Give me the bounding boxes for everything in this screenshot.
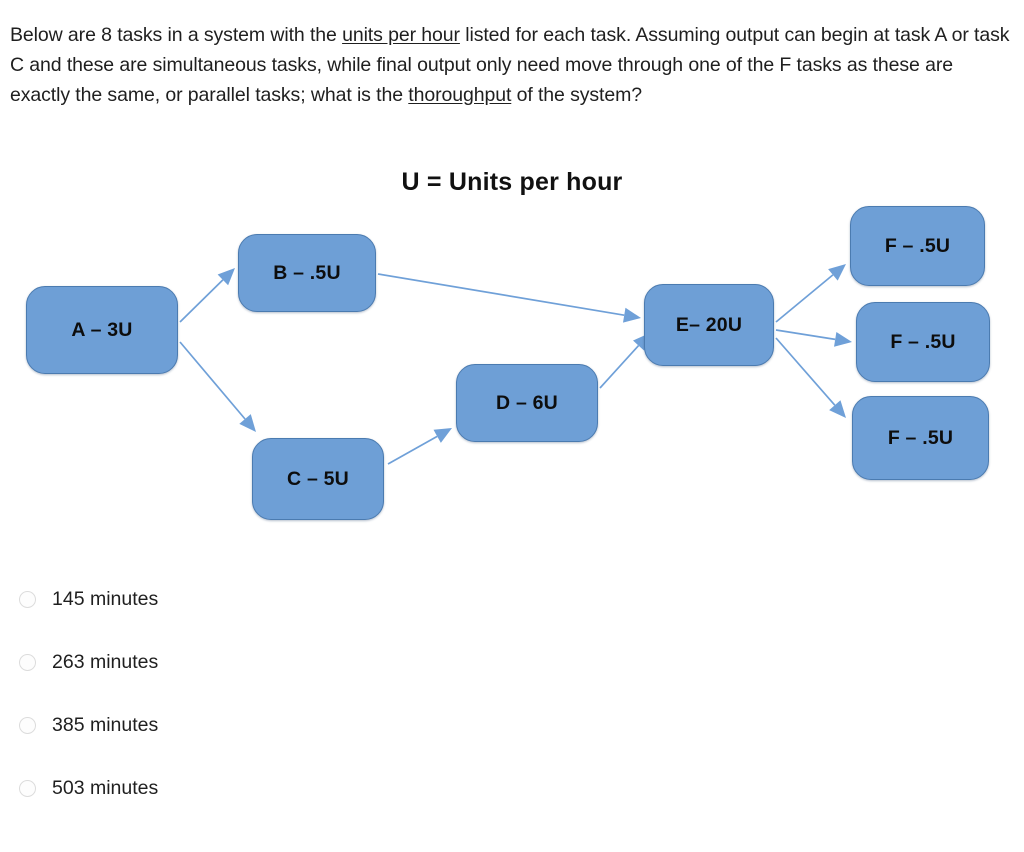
diagram-arrow-a-to-b bbox=[179, 268, 235, 323]
radio-button[interactable] bbox=[19, 654, 36, 671]
diagram-arrow-e-to-f1 bbox=[775, 264, 846, 323]
diagram-node-a: A – 3U bbox=[26, 286, 178, 374]
diagram-node-label: C – 5U bbox=[287, 467, 349, 490]
diagram-node-b: B – .5U bbox=[238, 234, 376, 312]
diagram-node-label: D – 6U bbox=[496, 391, 558, 414]
diagram-node-e: E– 20U bbox=[644, 284, 774, 366]
radio-button[interactable] bbox=[19, 591, 36, 608]
diagram-node-label: A – 3U bbox=[71, 318, 133, 341]
question-text-part-3: of the system? bbox=[511, 84, 643, 106]
diagram-arrow-a-to-c bbox=[179, 341, 256, 432]
diagram-node-f2: F – .5U bbox=[856, 302, 990, 382]
diagram-node-label: E– 20U bbox=[675, 313, 743, 336]
diagram-arrow-e-to-f3 bbox=[775, 337, 846, 418]
diagram-node-label: F – .5U bbox=[890, 330, 956, 353]
question-text-part-2: listed for each task. Assuming output ca… bbox=[10, 24, 1010, 106]
answer-option-3[interactable]: 385 minutes bbox=[10, 694, 510, 757]
answer-option-label: 503 minutes bbox=[52, 777, 159, 799]
answer-option-2[interactable]: 263 minutes bbox=[10, 631, 510, 694]
diagram-node-label: F – .5U bbox=[887, 426, 954, 449]
diagram-node-c: C – 5U bbox=[252, 438, 384, 520]
answer-option-label: 263 minutes bbox=[52, 651, 159, 673]
answer-option-label: 385 minutes bbox=[52, 714, 159, 736]
answer-option-label: 145 minutes bbox=[52, 588, 159, 610]
diagram-node-f3: F – .5U bbox=[852, 396, 989, 480]
question-term-units-per-hour: units per hour bbox=[342, 24, 460, 46]
radio-button[interactable] bbox=[19, 717, 36, 734]
answer-option-1[interactable]: 145 minutes bbox=[10, 568, 510, 631]
diagram-node-f1: F – .5U bbox=[850, 206, 985, 286]
answer-options-list: 145 minutes 263 minutes 385 minutes 503 min… bbox=[10, 568, 510, 820]
diagram-title: U = Units per hour bbox=[401, 168, 623, 196]
question-text-part-1: Below are 8 tasks in a system with the bbox=[10, 24, 343, 46]
diagram-arrow-c-to-d bbox=[387, 428, 452, 465]
question-term-thoroughput: thoroughput bbox=[408, 84, 512, 106]
process-flow-diagram: U = Units per hour A – 3U B – .5U C – 5U D … bbox=[0, 150, 1024, 560]
diagram-arrow-e-to-f2 bbox=[775, 329, 852, 347]
diagram-node-label: F – .5U bbox=[884, 234, 951, 257]
diagram-arrow-d-to-e bbox=[599, 333, 650, 389]
diagram-node-d: D – 6U bbox=[456, 364, 598, 442]
answer-option-4[interactable]: 503 minutes bbox=[10, 757, 510, 820]
diagram-node-label: B – .5U bbox=[273, 261, 341, 284]
question-prompt: Below are 8 tasks in a system with the u… bbox=[10, 20, 1010, 110]
diagram-arrow-b-to-e bbox=[377, 273, 641, 323]
radio-button[interactable] bbox=[19, 780, 36, 797]
